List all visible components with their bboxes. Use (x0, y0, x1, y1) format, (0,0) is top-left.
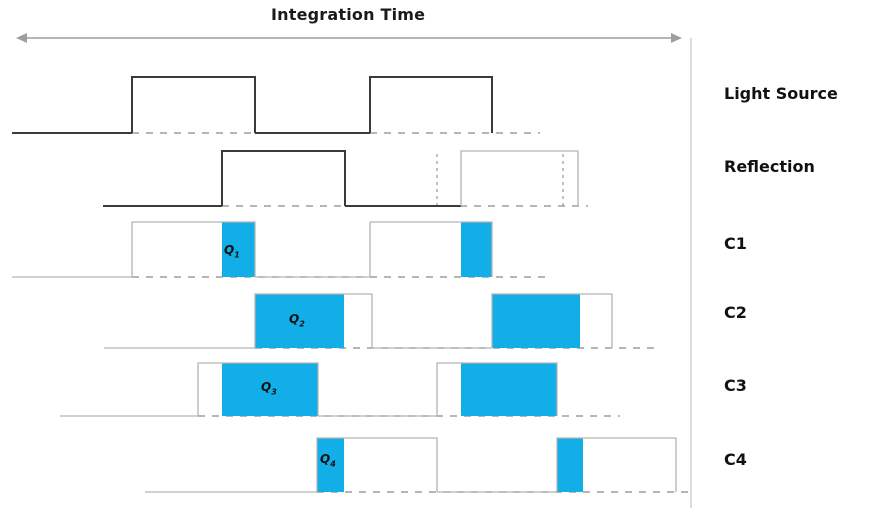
pulse-c3-1 (197, 362, 319, 416)
charge-fill-c1-2 (461, 222, 492, 277)
waveform-c2 (104, 293, 660, 349)
pulse-c2-2 (491, 293, 613, 348)
pulse-c4-2 (556, 437, 677, 492)
waveform-c3 (60, 362, 620, 417)
charge-fill-c2-1 (255, 294, 344, 348)
pulse-c1-2 (369, 221, 493, 277)
arrow-head-left-icon (16, 33, 27, 43)
diagram-title: Integration Time (271, 5, 426, 24)
waveform-reflection (103, 150, 588, 207)
pulse-c1-1 (131, 221, 256, 277)
charge-fill-c1-1 (222, 222, 255, 277)
waveform-light-source (12, 76, 540, 134)
waveform-c4 (145, 437, 690, 493)
row-label-c1: C1 (724, 234, 747, 253)
pulse-c4-1 (316, 437, 438, 492)
pulse-c3-2 (436, 362, 558, 416)
charge-fill-c3-2 (461, 363, 557, 416)
pulse-c2-1 (254, 293, 373, 348)
row-label-reflection: Reflection (724, 157, 815, 176)
row-label-c2: C2 (724, 303, 747, 322)
pulse-light-source-1 (131, 76, 256, 133)
pulse-reflection-2 (460, 150, 579, 206)
charge-fill-c4-1 (317, 438, 344, 492)
pulse-reflection-1 (221, 150, 346, 206)
charge-fill-c3-1 (222, 363, 318, 416)
charge-fill-c2-2 (492, 294, 580, 348)
charge-fill-c4-2 (557, 438, 583, 492)
pulse-light-source-2 (369, 76, 493, 133)
row-label-c4: C4 (724, 450, 747, 469)
row-label-light-source: Light Source (724, 84, 838, 103)
row-label-c3: C3 (724, 376, 747, 395)
arrow-head-right-icon (671, 33, 682, 43)
waveform-c1 (12, 221, 545, 278)
